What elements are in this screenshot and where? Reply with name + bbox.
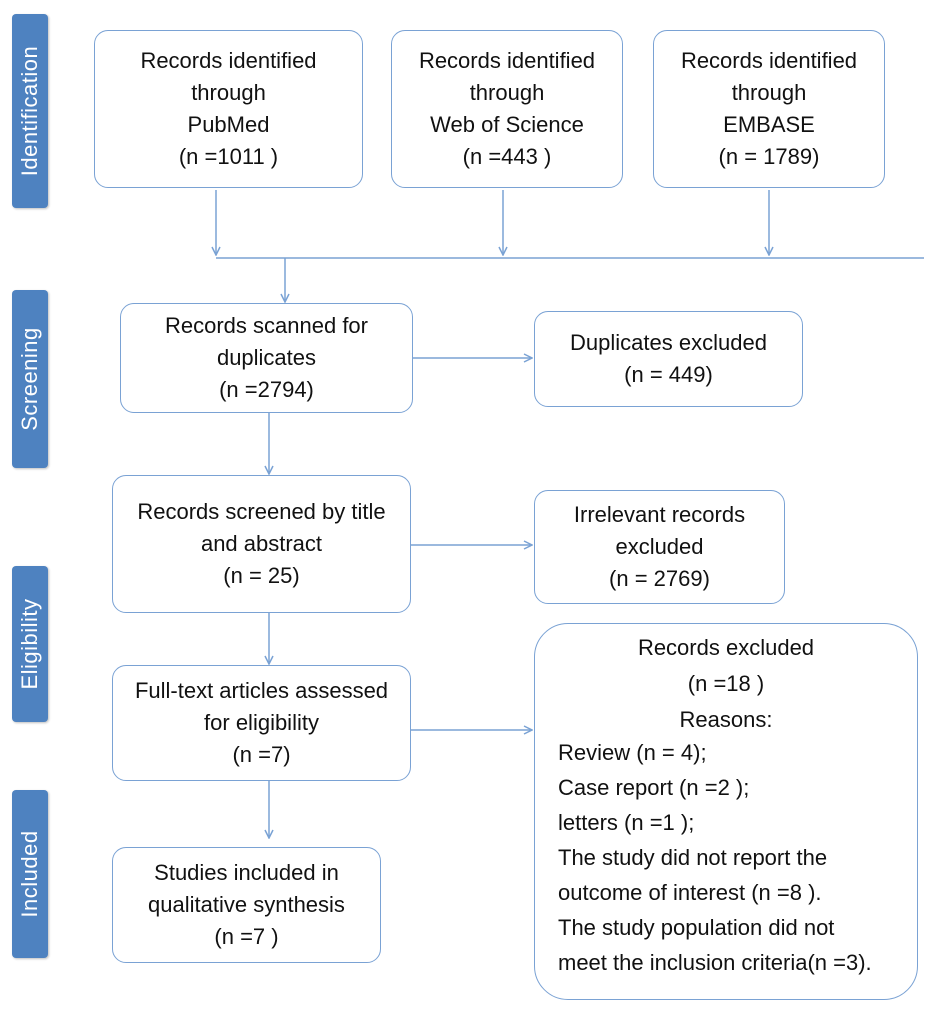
pubmed-line-3: PubMed xyxy=(187,112,270,137)
reason-item: The study population did not xyxy=(558,915,835,940)
screened-line-2: and abstract xyxy=(200,531,323,556)
stage-included-label: Included xyxy=(17,830,42,918)
stage-identification-label: Identification xyxy=(17,45,42,177)
stage-included: Included xyxy=(12,790,48,958)
reason-item: outcome of interest (n =8 ). xyxy=(558,880,822,905)
excluded-count: (n =18 ) xyxy=(687,671,765,696)
fulltext-box: Full-text articles assessed for eligibil… xyxy=(112,665,411,781)
reason-item: letters (n =1 ); xyxy=(558,810,695,835)
wos-line-3: Web of Science xyxy=(430,112,584,137)
stage-identification: Identification xyxy=(12,14,48,208)
duplicates-count: (n = 449) xyxy=(624,362,713,387)
duplicates-box: Duplicates excluded (n = 449) xyxy=(534,311,803,407)
embase-count: (n = 1789) xyxy=(718,144,820,169)
irrelevant-line-1: Irrelevant records xyxy=(573,502,746,527)
wos-line-1: Records identified xyxy=(418,48,596,73)
pubmed-count: (n =1011 ) xyxy=(178,144,279,169)
scanned-line-1: Records scanned for xyxy=(165,313,368,338)
pubmed-line-2: through xyxy=(191,80,266,105)
included-box: Studies included in qualitative synthesi… xyxy=(112,847,381,963)
screened-box: Records screened by title and abstract (… xyxy=(112,475,411,613)
embase-box: Records identified through EMBASE (n = 1… xyxy=(653,30,885,188)
scanned-box: Records scanned for duplicates (n =2794) xyxy=(120,303,413,413)
scanned-line-2: duplicates xyxy=(216,345,317,370)
pubmed-line-1: Records identified xyxy=(140,48,317,73)
reason-item: meet the inclusion criteria(n =3). xyxy=(558,950,872,975)
fulltext-count: (n =7) xyxy=(232,742,291,767)
fulltext-line-2: for eligibility xyxy=(204,710,319,735)
stage-screening: Screening xyxy=(12,290,48,468)
irrelevant-box: Irrelevant records excluded (n = 2769) xyxy=(534,490,785,604)
reason-item: The study did not report the xyxy=(558,845,828,870)
scanned-count: (n =2794) xyxy=(219,377,314,402)
irrelevant-count: (n = 2769) xyxy=(609,566,710,591)
stage-eligibility-label: Eligibility xyxy=(17,598,42,690)
included-count: (n =7 ) xyxy=(214,924,279,949)
irrelevant-line-2: excluded xyxy=(615,534,704,559)
embase-line-2: through xyxy=(731,80,807,105)
wos-line-2: through xyxy=(469,80,545,105)
included-line-1: Studies included in xyxy=(154,860,339,885)
stage-screening-label: Screening xyxy=(17,327,42,431)
embase-line-1: Records identified xyxy=(680,48,858,73)
records-excluded-box: Records excluded (n =18 ) Reasons: xyxy=(534,623,918,1000)
reason-item: Case report (n =2 ); xyxy=(558,775,750,800)
wos-box: Records identified through Web of Scienc… xyxy=(391,30,623,188)
included-line-2: qualitative synthesis xyxy=(148,892,345,917)
excluded-reasons-label: Reasons: xyxy=(679,707,773,732)
screened-line-1: Records screened by title xyxy=(137,499,386,524)
duplicates-line-1: Duplicates excluded xyxy=(570,330,767,355)
pubmed-box: Records identified through PubMed (n =10… xyxy=(94,30,363,188)
wos-count: (n =443 ) xyxy=(462,144,552,169)
excluded-title: Records excluded xyxy=(637,635,815,660)
fulltext-line-1: Full-text articles assessed xyxy=(134,678,389,703)
stage-eligibility: Eligibility xyxy=(12,566,48,722)
screened-count: (n = 25) xyxy=(223,563,300,588)
embase-line-3: EMBASE xyxy=(723,112,815,137)
reason-item: Review (n = 4); xyxy=(558,740,707,765)
exclusion-reasons-list: Review (n = 4); Case report (n =2 ); let… xyxy=(558,735,872,980)
